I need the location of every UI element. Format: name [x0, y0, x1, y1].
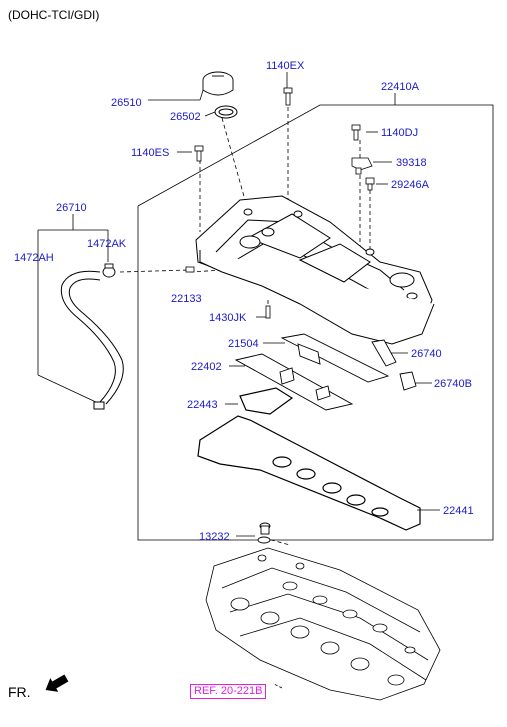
callout-1140dj[interactable]: 1140DJ [381, 127, 419, 139]
callout-26510[interactable]: 26510 [111, 97, 142, 109]
cylinder-head-cover [195, 195, 435, 345]
callout-26740[interactable]: 26740 [411, 348, 442, 360]
bolt-1140dj [351, 124, 361, 141]
front-direction-label: FR. [8, 684, 31, 700]
callout-22410a[interactable]: 22410A [381, 81, 419, 93]
dowel-pin [185, 266, 195, 273]
callout-1140ex[interactable]: 1140EX [266, 60, 305, 72]
callout-39318[interactable]: 39318 [396, 157, 427, 169]
cover-gasket [197, 415, 421, 531]
callout-13232[interactable]: 13232 [199, 531, 230, 543]
pin-1430jk [265, 305, 271, 319]
callout-22402[interactable]: 22402 [191, 361, 222, 373]
callout-22133[interactable]: 22133 [171, 293, 202, 305]
small-gasket [239, 387, 294, 415]
callout-22443[interactable]: 22443 [187, 399, 218, 411]
bolt-29246a [365, 177, 375, 191]
pcv-hose [60, 270, 124, 410]
callout-26502[interactable]: 26502 [170, 111, 201, 123]
spark-plug-tube [371, 339, 417, 391]
baffle-plate [234, 333, 390, 411]
variant-title: (DOHC-TCI/GDI) [8, 8, 100, 22]
callout-26710[interactable]: 26710 [56, 202, 87, 214]
assembly-frame [137, 104, 494, 541]
callout-1140es[interactable]: 1140ES [131, 147, 170, 159]
callout-1472ah[interactable]: 1472AH [14, 252, 54, 264]
cylinder-head [205, 547, 441, 701]
oil-filler-cap [202, 71, 234, 96]
bolt-1140ex [283, 87, 293, 106]
callout-21504[interactable]: 21504 [228, 338, 259, 350]
callout-1472ak[interactable]: 1472AK [87, 238, 127, 250]
front-arrow-icon [45, 674, 69, 692]
callout-29246a[interactable]: 29246A [391, 179, 429, 191]
cam-sensor [351, 157, 373, 175]
reference-link[interactable]: REF. 20-221B [190, 684, 267, 699]
callout-1430jk[interactable]: 1430JK [209, 312, 247, 324]
bolt-1140es [194, 145, 204, 162]
callout-26740b[interactable]: 26740B [434, 378, 472, 390]
cap-gasket [214, 105, 238, 119]
callout-22441[interactable]: 22441 [443, 505, 474, 517]
hose-clamp [102, 263, 116, 278]
plug-13232 [257, 522, 271, 544]
